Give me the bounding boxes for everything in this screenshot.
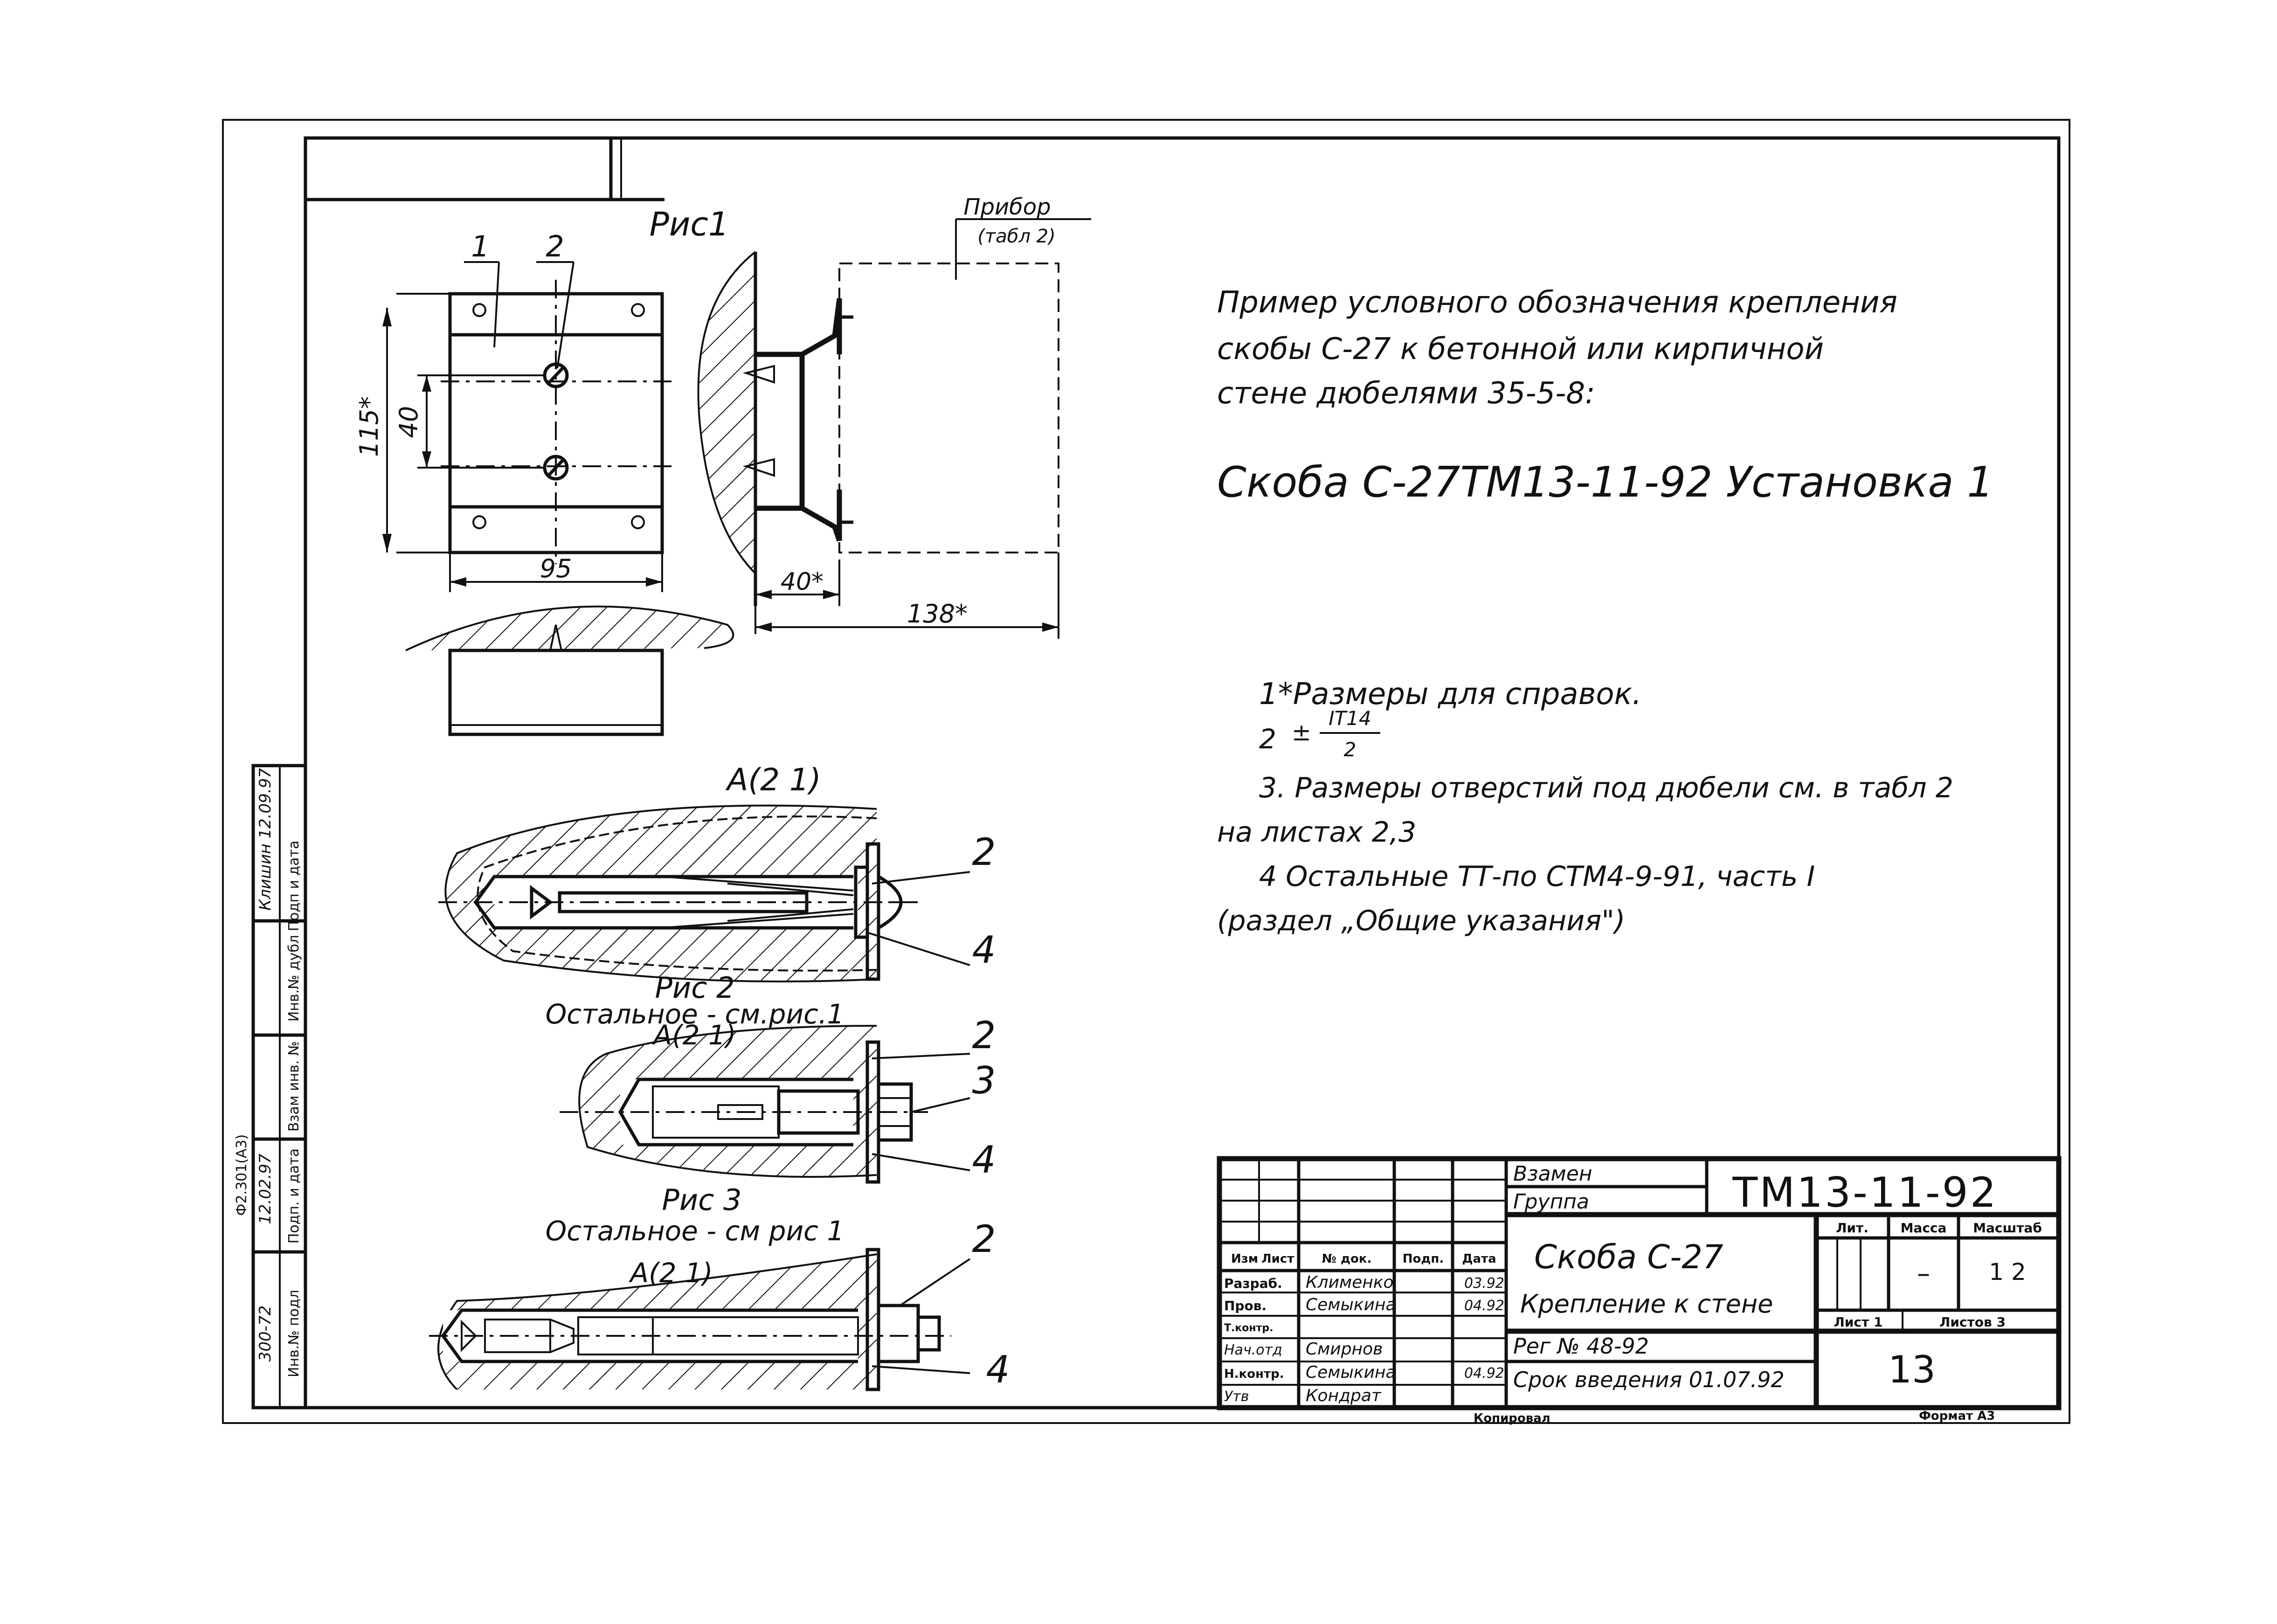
tb-head-data: Дата — [1462, 1252, 1496, 1266]
fig4-pos-2: 2 — [972, 1217, 996, 1261]
tb-row-name: Семыкина — [1306, 1363, 1396, 1382]
tb-sheets-label: Листов 3 — [1939, 1314, 2006, 1330]
fig1-dim-height: 115* — [354, 396, 384, 457]
designation-example: Пример условного обозначения крепления с… — [1217, 285, 1993, 507]
side-stamp-inv: 300-72 — [256, 1306, 275, 1361]
fig1-device-label: Прибор — [963, 194, 1051, 220]
side-stamp-date: 12.02.97 — [256, 1154, 275, 1224]
note-2-prefix: 2 — [1259, 723, 1276, 755]
tb-row-date: 04.92 — [1464, 1298, 1504, 1314]
note-1: 1*Размеры для справок. — [1259, 677, 1641, 712]
side-stamp-col2: Подп. и дата — [286, 1148, 302, 1244]
tb-row-role: Н.контр. — [1224, 1367, 1284, 1381]
tb-head-izm: Изм — [1231, 1252, 1258, 1266]
fig1-leader-1: 1 — [471, 229, 489, 263]
footer-format: Формат А3 — [1919, 1409, 1995, 1423]
fig3-pos-2: 2 — [972, 1014, 996, 1057]
tb-name-line-1: Скоба С-27 — [1534, 1238, 1723, 1276]
tb-head-doc: № док. — [1322, 1252, 1372, 1266]
tb-row-name: Семыкина — [1306, 1295, 1396, 1314]
note-3b: на листах 2,3 — [1217, 816, 1416, 849]
fig3-caption: Рис 3 — [662, 1183, 742, 1217]
fig1-leader-2: 2 — [546, 229, 564, 263]
example-line-2: скобы С-27 к бетонной или кирпичной — [1217, 332, 1824, 366]
fig2-subcaption: Остальное - см.рис.1 — [546, 998, 844, 1030]
tb-gruppa: Группа — [1513, 1190, 1589, 1214]
side-stamp-col5: Подп и дата — [286, 841, 302, 932]
tb-head-list: Лист — [1261, 1252, 1294, 1266]
tb-masshtab-label: Масштаб — [1973, 1220, 2042, 1236]
tb-row-date: 04.92 — [1464, 1365, 1504, 1382]
side-stamp-col4: Инв.№ дубл — [286, 935, 302, 1022]
tb-massa-label: Масса — [1901, 1220, 1947, 1236]
fig1-dim-offset: 40* — [781, 568, 824, 596]
tb-sheet-label: Лист 1 — [1834, 1314, 1883, 1330]
tb-row-name: Смирнов — [1306, 1340, 1383, 1359]
fig1: Рис1 1 2 — [354, 194, 1091, 736]
tb-signature-rows: Разраб. Клименко 03.92 Пров. Семыкина 04… — [1224, 1273, 1504, 1405]
tb-srok: Срок введения 01.07.92 — [1513, 1367, 1785, 1392]
bracket-side-view: Прибор (табл 2) 40* 138* — [697, 194, 1091, 639]
fig1-dim-width: 95 — [540, 554, 572, 583]
tb-massa-value: – — [1917, 1258, 1930, 1289]
fig3-pos-3: 3 — [972, 1059, 996, 1102]
fig3-pos-4: 4 — [972, 1138, 996, 1182]
tb-row-date: 03.92 — [1464, 1275, 1504, 1292]
tb-row-role: Пров. — [1224, 1298, 1267, 1313]
tb-zamen: Взамен — [1513, 1162, 1592, 1186]
note-2-pm: ± — [1292, 719, 1311, 746]
side-stamp-signature: Клишин 12.09.97 — [256, 768, 275, 911]
notes: 1*Размеры для справок. 2 ± IT14 2 3. Раз… — [1217, 677, 1953, 937]
tb-name-line-2: Крепление к стене — [1520, 1289, 1773, 1319]
tb-row-role: Нач.отд — [1224, 1342, 1282, 1358]
footer-copied: Копировал — [1474, 1411, 1550, 1425]
tb-row-role: Разраб. — [1224, 1276, 1282, 1291]
fig1-title: Рис1 — [650, 205, 729, 243]
fig2-caption: Рис 2 — [655, 971, 735, 1005]
note-2-denominator: 2 — [1344, 738, 1357, 761]
title-block: Изм Лист № док. Подп. Дата Разраб. Климе… — [1217, 1156, 2062, 1410]
tb-reg: Рег № 48-92 — [1513, 1334, 1649, 1359]
note-4a: 4 Остальные ТТ-по СТМ4-9-91, часть I — [1259, 860, 1815, 893]
note-4b: (раздел „Общие указания") — [1217, 905, 1625, 937]
fig2-pos-2: 2 — [972, 830, 996, 874]
tb-lit-label: Лит. — [1836, 1220, 1869, 1236]
example-line-1: Пример условного обозначения крепления — [1217, 285, 1897, 320]
side-stamp-form: Ф2.301(А3) — [234, 1134, 250, 1216]
tb-row-name: Кондрат — [1306, 1386, 1382, 1405]
fig2: А(2 1) 2 4 Рис 2 Остальное - см.рис.1 — [438, 762, 996, 1030]
tb-head-podp: Подп. — [1403, 1252, 1444, 1266]
outer-frame — [222, 119, 2070, 1424]
fig2-pos-4: 4 — [972, 928, 996, 972]
tb-sheet-number: 13 — [1888, 1348, 1936, 1391]
side-stamp-col1: Инв.№ подл — [286, 1290, 302, 1377]
fig4-pos-4: 4 — [986, 1348, 1010, 1391]
fig3-subcaption: Остальное - см рис 1 — [546, 1215, 844, 1247]
fig1-dim-total: 138* — [907, 599, 968, 629]
side-stamp: Подп и дата Инв.№ дубл Взам инв. № Подп.… — [234, 764, 307, 1410]
fig1-dim-hole-spacing: 40 — [394, 406, 423, 438]
note-2-numerator: IT14 — [1329, 707, 1371, 730]
example-line-3: стене дюбелями 35-5-8: — [1217, 376, 1595, 411]
fig4: А(2 1) 2 4 — [429, 1217, 1010, 1391]
plate-bottom-view — [405, 605, 734, 736]
fig1-device-ref: (табл 2) — [977, 226, 1055, 247]
plate-front-view — [441, 280, 671, 564]
fig2-view-label: А(2 1) — [725, 762, 821, 798]
note-3a: 3. Размеры отверстий под дюбели см. в та… — [1259, 772, 1953, 804]
tb-masshtab-value: 1 2 — [1989, 1258, 2026, 1285]
tb-doc-code: ТМ13-11-92 — [1732, 1168, 1998, 1216]
tb-row-role: Т.контр. — [1224, 1322, 1273, 1334]
example-designation: Скоба С-27ТМ13-11-92 Установка 1 — [1217, 458, 1993, 507]
side-stamp-col3: Взам инв. № — [286, 1041, 302, 1132]
fig3: А(2 1) 2 3 4 Рис 3 Остальное - см рис 1 — [546, 1014, 996, 1247]
tb-row-role: Утв — [1224, 1389, 1249, 1405]
tb-row-name: Клименко — [1306, 1273, 1394, 1292]
